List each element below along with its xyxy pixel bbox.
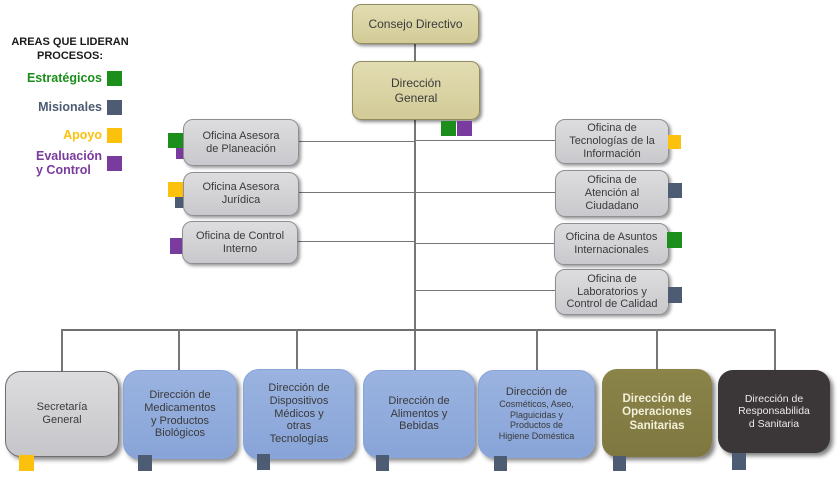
legend-item-estrategicos: Estratégicos — [8, 69, 122, 87]
node-oficina-planeacion: Oficina Asesora de Planeación — [183, 119, 299, 166]
medicamentos-misionales-marker — [138, 455, 152, 471]
legend-label-apoyo: Apoyo — [63, 127, 102, 142]
planeacion-evaluacion-marker — [176, 148, 187, 159]
connector-tecnologias — [416, 140, 555, 141]
node-oficina-control-interno: Oficina de Control Interno — [182, 221, 298, 264]
planeacion-estrategicos-marker — [168, 133, 183, 148]
node-direccion-dispositivos: Dirección de Dispositivos Médicos y otra… — [243, 369, 355, 459]
direccion-general-estrategicos-marker — [441, 121, 456, 136]
laboratorios-misionales-marker — [668, 287, 682, 303]
node-direccion-operaciones: Dirección de Operaciones Sanitarias — [602, 369, 712, 457]
drop-responsabilidad — [774, 329, 776, 370]
misionales-swatch-icon — [107, 99, 122, 115]
node-direccion-alimentos: Dirección de Alimentos y Bebidas — [363, 370, 475, 458]
legend-label-misionales: Misionales — [38, 99, 102, 114]
estrategicos-swatch-icon — [107, 70, 122, 86]
drop-cosmeticos — [536, 329, 538, 370]
connector-atencion — [416, 192, 555, 193]
connector-asuntos — [416, 243, 554, 244]
node-direccion-responsabilidad: Dirección de Responsabilida d Sanitaria — [718, 370, 830, 453]
cosmeticos-misionales-marker — [494, 456, 507, 471]
node-oficina-juridica: Oficina Asesora Jurídica — [183, 172, 299, 216]
cosmeticos-subtitle: Cosméticos, Aseo, Plaguicidas y Producto… — [498, 399, 575, 442]
node-oficina-asuntos: Oficina de Asuntos Internacionales — [554, 223, 669, 265]
legend-item-apoyo: Apoyo — [8, 126, 122, 144]
connector-juridica — [297, 192, 414, 193]
connector-control-interno — [296, 241, 414, 242]
legend-item-misionales: Misionales — [8, 98, 122, 116]
node-oficina-laboratorios: Oficina de Laboratorios y Control de Cal… — [555, 269, 669, 315]
drop-medicamentos — [178, 329, 180, 370]
operaciones-misionales-marker — [613, 456, 626, 471]
connector-consejo-direccion — [414, 42, 416, 61]
secretaria-apoyo-marker — [19, 455, 34, 471]
dispositivos-misionales-marker — [257, 454, 270, 470]
node-direccion-cosmeticos: Dirección de Cosméticos, Aseo, Plaguicid… — [478, 370, 595, 458]
legend-item-evaluacion: Evaluación y Control — [8, 148, 122, 178]
drop-secretaria — [61, 329, 63, 371]
connector-spine — [414, 118, 416, 370]
node-oficina-tecnologias: Oficina de Tecnologías de la Información — [555, 119, 669, 164]
node-consejo-directivo: Consejo Directivo — [352, 4, 479, 44]
alimentos-misionales-marker — [376, 455, 389, 471]
connector-bottom-rail — [61, 329, 776, 331]
legend-label-evaluacion: Evaluación y Control — [36, 148, 102, 177]
direccion-general-evaluacion-marker — [457, 121, 472, 136]
responsabilidad-misionales-marker — [732, 453, 746, 470]
connector-planeacion — [297, 141, 414, 142]
apoyo-swatch-icon — [107, 127, 122, 143]
juridica-misionales-marker — [175, 197, 186, 208]
node-secretaria-general: Secretaría General — [5, 371, 119, 457]
evaluacion-swatch-icon — [107, 155, 122, 171]
drop-operaciones — [656, 329, 658, 369]
atencion-misionales-marker — [668, 183, 682, 198]
legend-title: AREAS QUE LIDERAN PROCESOS: — [11, 36, 129, 62]
legend-label-estrategicos: Estratégicos — [26, 70, 102, 85]
connector-laboratorios — [416, 290, 555, 291]
node-oficina-atencion: Oficina de Atención al Ciudadano — [555, 170, 669, 217]
node-direccion-general: Dirección General — [352, 61, 480, 120]
drop-dispositivos — [296, 329, 298, 369]
asuntos-estrategicos-marker — [667, 232, 682, 248]
cosmeticos-title: Dirección de — [505, 386, 568, 399]
node-direccion-medicamentos: Dirección de Medicamentos y Productos Bi… — [123, 370, 237, 459]
tecnologias-apoyo-marker — [668, 135, 681, 149]
juridica-apoyo-marker — [168, 182, 183, 197]
